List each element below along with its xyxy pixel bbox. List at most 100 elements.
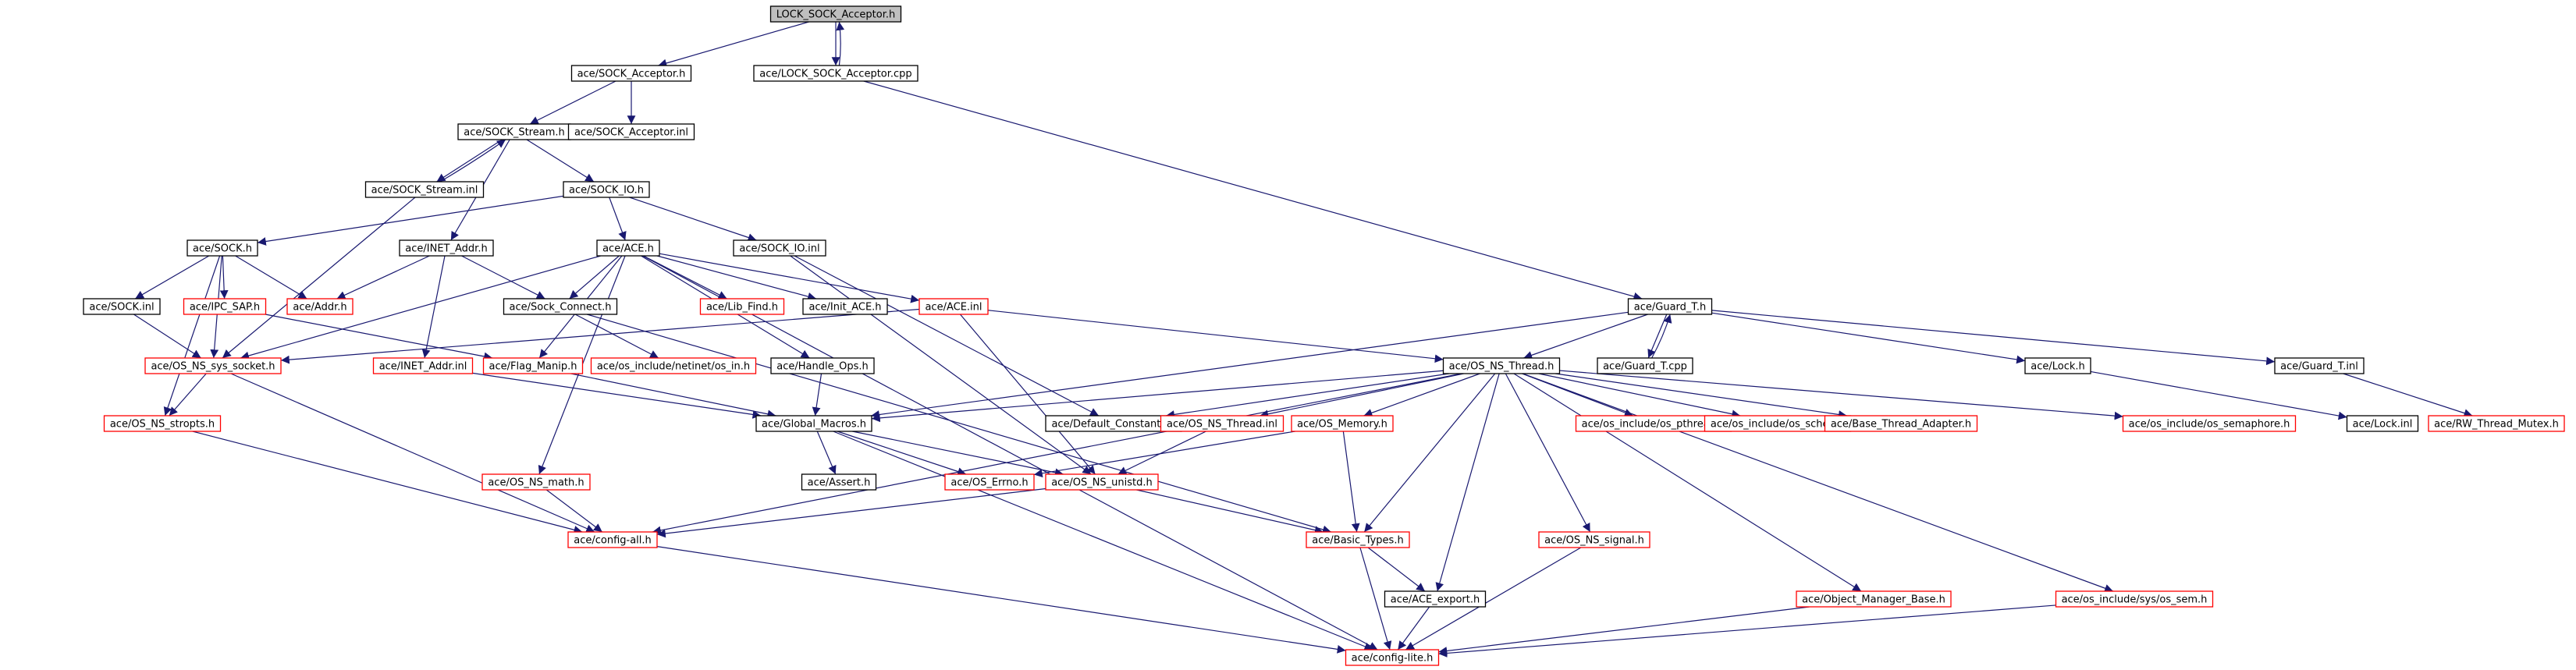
edge-n42-to-n44 <box>1136 489 1324 534</box>
node-label: ace/Sock_Connect.h <box>510 302 612 314</box>
node-ace-sock-acceptor-h[interactable]: ace/SOCK_Acceptor.h <box>570 65 692 82</box>
node-ace-sock-inl[interactable]: ace/SOCK.inl <box>83 298 161 315</box>
node-ace-default-constants-h[interactable]: ace/Default_Constants.h <box>1045 415 1182 432</box>
node-label: ace/os_include/os_pthread.h <box>1582 419 1726 431</box>
node-ace-guard-t-cpp[interactable]: ace/Guard_T.cpp <box>1597 357 1693 374</box>
node-ace-os-ns-signal-h[interactable]: ace/OS_NS_signal.h <box>1538 531 1650 548</box>
node-ace-inet-addr-inl[interactable]: ace/INET_Addr.inl <box>372 357 474 374</box>
node-label: ace/SOCK_Acceptor.h <box>577 69 686 80</box>
edge-n6-to-n7 <box>257 195 564 246</box>
edge-n24-to-n47 <box>1513 373 1862 592</box>
node-label: LOCK_SOCK_Acceptor.h <box>776 9 895 21</box>
node-ace-base-thread-adapter-h[interactable]: ace/Base_Thread_Adapter.h <box>1824 415 1978 432</box>
node-ace-sock-connect-h[interactable]: ace/Sock_Connect.h <box>503 298 618 315</box>
node-label: ace/OS_Errno.h <box>950 477 1028 489</box>
node-label: ace/Guard_T.h <box>1634 302 1706 314</box>
node-label: ace/OS_NS_Thread.inl <box>1167 419 1277 431</box>
node-ace-os-errno-h[interactable]: ace/OS_Errno.h <box>944 473 1035 491</box>
edge-n3-to-n5 <box>436 139 503 183</box>
node-box <box>570 65 692 82</box>
node-label: ace/SOCK_IO.h <box>569 185 644 197</box>
node-box <box>1627 298 1713 315</box>
node-ace-basic-types-h[interactable]: ace/Basic_Types.h <box>1306 531 1410 548</box>
node-box <box>103 415 222 432</box>
edge-n18-to-n27 <box>1711 310 2276 366</box>
node-box <box>372 357 474 374</box>
node-ace-sock-io-inl[interactable]: ace/SOCK_IO.inl <box>733 239 826 257</box>
node-ace-sock-h[interactable]: ace/SOCK.h <box>187 239 258 257</box>
node-label: ace/OS_NS_unistd.h <box>1051 477 1153 489</box>
node-ace-ace-export-h[interactable]: ace/ACE_export.h <box>1384 590 1487 608</box>
node-ace-os-include-os-semaphore-h[interactable]: ace/os_include/os_semaphore.h <box>2122 415 2297 432</box>
node-ace-assert-h[interactable]: ace/Assert.h <box>801 473 877 491</box>
node-ace-lock-h[interactable]: ace/Lock.h <box>2024 357 2091 374</box>
node-ace-os-ns-stropts-h[interactable]: ace/OS_NS_stropts.h <box>103 415 222 432</box>
node-ace-lock-inl[interactable]: ace/Lock.inl <box>2346 415 2419 432</box>
node-label: ace/Init_ACE.h <box>808 302 881 314</box>
node-ace-sock-io-h[interactable]: ace/SOCK_IO.h <box>563 181 650 198</box>
edge-n24-to-n29 <box>871 370 1444 423</box>
node-ace-init-ace-h[interactable]: ace/Init_ACE.h <box>802 298 888 315</box>
edge-n9-to-n14 <box>569 255 620 300</box>
node-ace-sock-acceptor-inl[interactable]: ace/SOCK_Acceptor.inl <box>567 123 695 140</box>
edge-n28-to-n43 <box>192 431 583 534</box>
node-ace-os-ns-sys-socket-h[interactable]: ace/OS_NS_sys_socket.h <box>144 357 282 374</box>
node-ace-sock-stream-inl[interactable]: ace/SOCK_Stream.inl <box>364 181 485 198</box>
node-label: ace/OS_NS_math.h <box>488 477 584 489</box>
node-box <box>2274 357 2365 374</box>
node-ace-lib-find-h[interactable]: ace/Lib_Find.h <box>699 298 785 315</box>
edge-n8-to-n20 <box>421 255 446 359</box>
node-ace-addr-h[interactable]: ace/Addr.h <box>286 298 354 315</box>
node-box <box>590 357 757 374</box>
edge-n9-to-n17 <box>659 253 920 303</box>
node-ace-config-all-h[interactable]: ace/config-all.h <box>567 531 658 548</box>
edge-n44-to-n49 <box>1359 547 1392 651</box>
edge-n7-to-n12 <box>219 255 229 300</box>
node-ace-handle-ops-h[interactable]: ace/Handle_Ops.h <box>770 357 875 374</box>
node-box <box>1160 415 1284 432</box>
node-ace-ipc-sap-h[interactable]: ace/IPC_SAP.h <box>183 298 267 315</box>
node-ace-os-ns-math-h[interactable]: ace/OS_NS_math.h <box>481 473 591 491</box>
node-ace-flag-manip-h[interactable]: ace/Flag_Manip.h <box>482 357 584 374</box>
node-label: ace/INET_Addr.inl <box>379 361 467 373</box>
edge-n32-to-n44 <box>1342 431 1360 533</box>
node-ace-os-include-os-sched-h[interactable]: ace/os_include/os_sched.h <box>1704 415 1852 432</box>
edge-n18-to-n24 <box>1523 314 1648 360</box>
edge-n25-to-n18 <box>1651 314 1672 359</box>
edge-n17-to-n19 <box>280 308 920 364</box>
node-ace-os-ns-thread-h[interactable]: ace/OS_NS_Thread.h <box>1442 357 1561 374</box>
node-ace-ace-inl[interactable]: ace/ACE.inl <box>918 298 989 315</box>
node-ace-inet-addr-h[interactable]: ace/INET_Addr.h <box>399 239 494 257</box>
node-label: ace/Basic_Types.h <box>1312 535 1403 547</box>
node-box <box>802 298 888 315</box>
node-ace-rw-thread-mutex-h[interactable]: ace/RW_Thread_Mutex.h <box>2428 415 2565 432</box>
edge-n9-to-n16 <box>656 255 817 301</box>
node-label: ace/SOCK.h <box>193 243 252 255</box>
node-box <box>2346 415 2419 432</box>
edge-n10-to-n30 <box>794 255 1100 417</box>
node-ace-guard-t-inl[interactable]: ace/Guard_T.inl <box>2274 357 2365 374</box>
node-ace-os-ns-thread-inl[interactable]: ace/OS_NS_Thread.inl <box>1160 415 1284 432</box>
node-label: ace/Base_Thread_Adapter.h <box>1831 419 1971 431</box>
node-ace-lock-sock-acceptor-cpp[interactable]: ace/LOCK_SOCK_Acceptor.cpp <box>753 65 918 82</box>
node-ace-object-manager-base-h[interactable]: ace/Object_Manager_Base.h <box>1796 590 1952 608</box>
node-ace-guard-t-h[interactable]: ace/Guard_T.h <box>1627 298 1713 315</box>
node-ace-os-include-sys-os-sem-h[interactable]: ace/os_include/sys/os_sem.h <box>2055 590 2214 608</box>
node-label: ace/SOCK.inl <box>89 302 154 314</box>
node-ace-os-ns-unistd-h[interactable]: ace/OS_NS_unistd.h <box>1045 473 1159 491</box>
node-ace-os-include-netinet-os-in-h[interactable]: ace/os_include/netinet/os_in.h <box>590 357 757 374</box>
edge-n18-to-n25 <box>1647 314 1668 359</box>
edge-n7-to-n11 <box>134 255 210 300</box>
node-ace-ace-h[interactable]: ace/ACE.h <box>596 239 660 257</box>
node-box <box>286 298 354 315</box>
node-ace-config-lite-h[interactable]: ace/config-lite.h <box>1345 649 1440 666</box>
edge-n9-to-n49 <box>642 255 1378 651</box>
node-ace-sock-stream-h[interactable]: ace/SOCK_Stream.h <box>457 123 571 140</box>
node-label: ace/config-lite.h <box>1352 653 1434 665</box>
node-ace-os-memory-h[interactable]: ace/OS_Memory.h <box>1291 415 1394 432</box>
node-ace-global-macros-h[interactable]: ace/Global_Macros.h <box>755 415 872 432</box>
node-box <box>755 415 872 432</box>
node-lock-sock-acceptor-h: LOCK_SOCK_Acceptor.h <box>769 5 902 23</box>
node-ace-os-include-os-pthread-h[interactable]: ace/os_include/os_pthread.h <box>1575 415 1732 432</box>
